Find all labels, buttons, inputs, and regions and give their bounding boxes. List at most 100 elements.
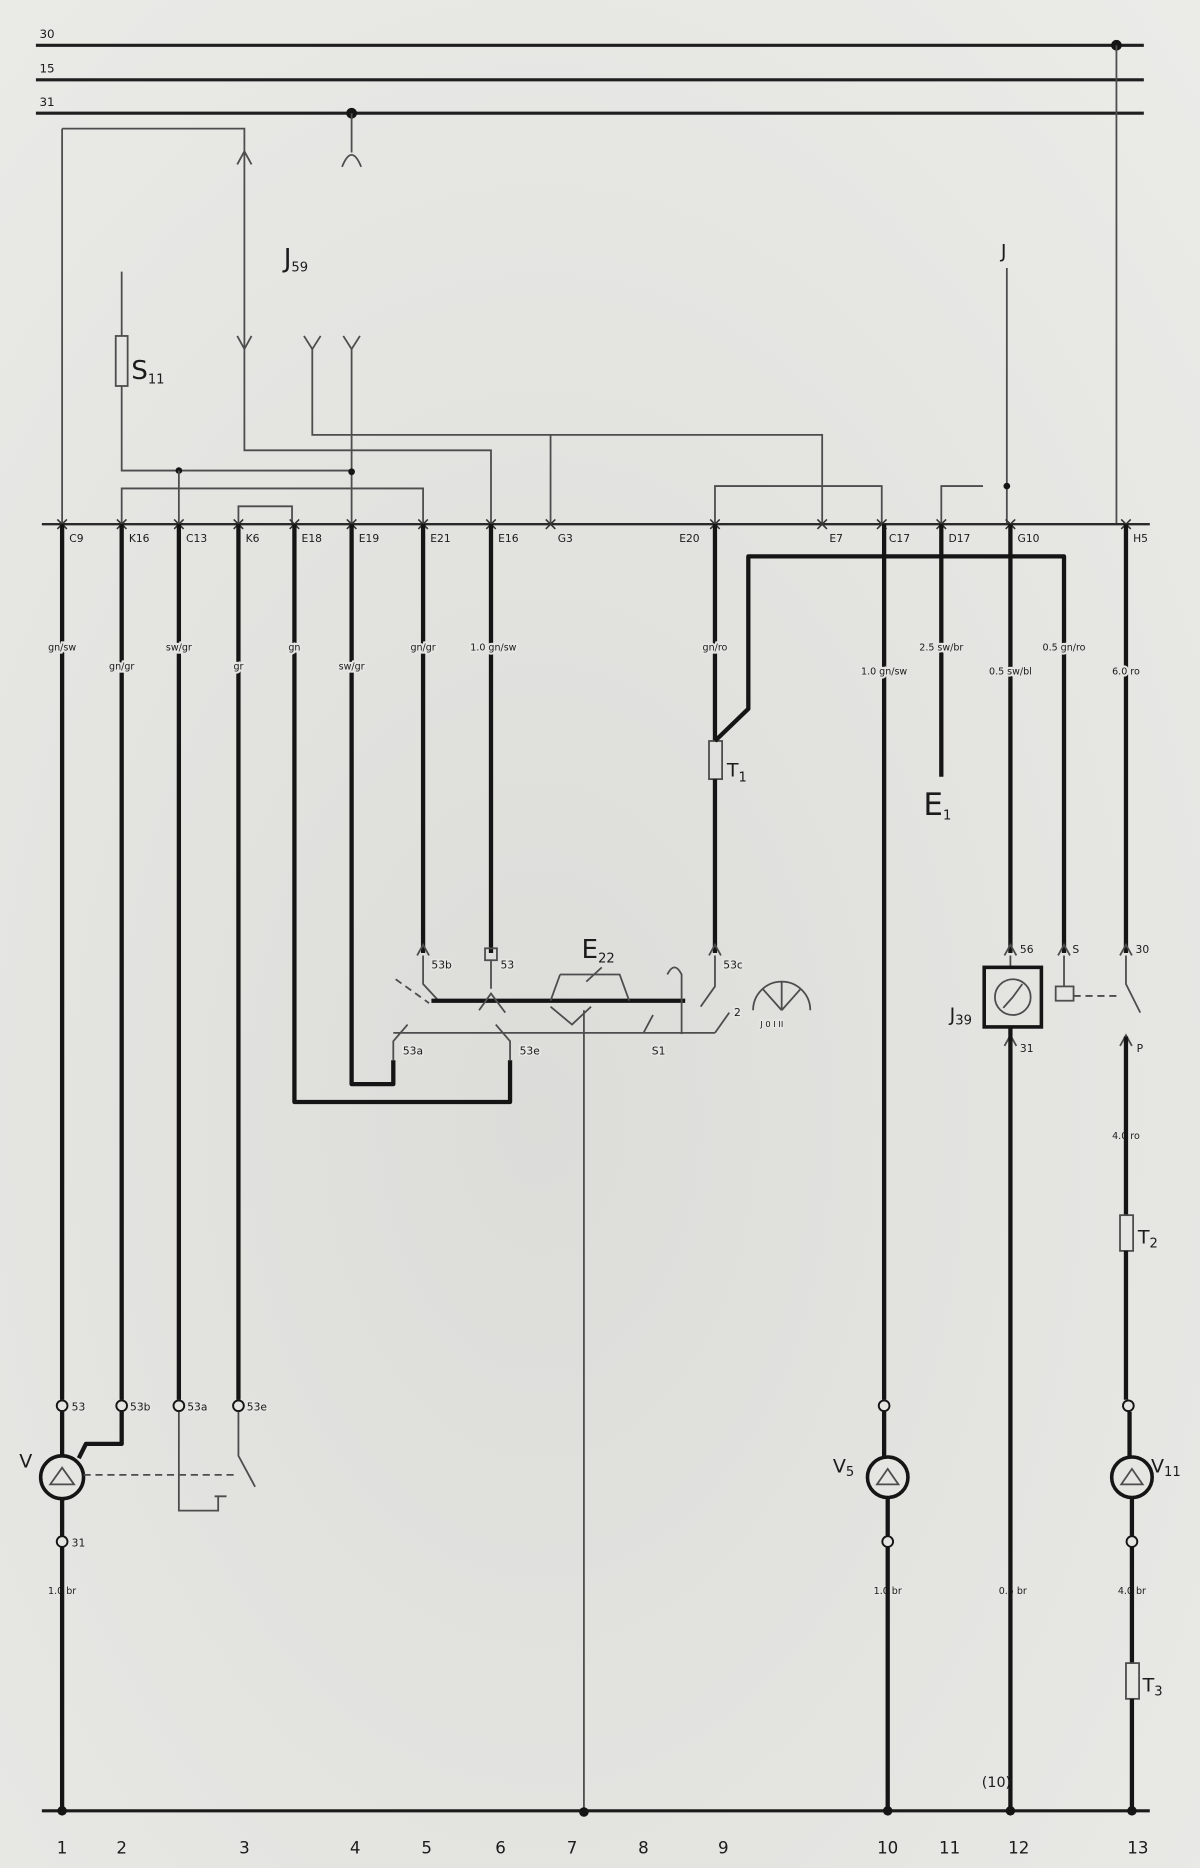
ground-dot xyxy=(882,1806,893,1816)
pump-armature-icon xyxy=(1119,1467,1145,1486)
terminal-circle xyxy=(55,1399,69,1413)
circuit-number: 3 xyxy=(239,1839,250,1858)
connector-mark xyxy=(233,518,244,530)
wire-label: sw/gr xyxy=(166,642,192,653)
circuit-number: 12 xyxy=(1008,1839,1029,1858)
terminal-caret xyxy=(1119,1033,1133,1047)
pump-armature-icon xyxy=(875,1467,901,1486)
connector-label: K6 xyxy=(246,532,260,545)
wire-label: gn/gr xyxy=(410,642,435,653)
wire-label: sw/gr xyxy=(339,662,365,673)
relay-j59-letter: J xyxy=(282,244,292,274)
circuit-number: 5 xyxy=(421,1839,432,1858)
terminal-circle xyxy=(172,1399,186,1413)
relay-box xyxy=(982,965,1044,1029)
terminal-caret xyxy=(708,942,722,956)
wire-label: 0.5 br xyxy=(999,1586,1027,1597)
switch-dashed-lever xyxy=(395,978,430,1004)
connector-mark xyxy=(346,518,357,530)
wire-label: 6.0 ro xyxy=(1112,666,1140,677)
pump-v5-label: V5 xyxy=(833,1455,854,1480)
connector-strip: C9 K16 C13 K6 E18 E19 E21 E16 G3 E20 E7 … xyxy=(41,518,1150,545)
terminal-label: 53b xyxy=(431,959,452,972)
terminal-circle xyxy=(1122,1399,1135,1413)
motor-armature-icon xyxy=(48,1466,76,1486)
ground-dot xyxy=(1127,1806,1137,1816)
fuse-s11-letter: S xyxy=(131,356,148,386)
fuse-t3-sub: 3 xyxy=(1154,1684,1162,1699)
circuit-number: 13 xyxy=(1127,1839,1148,1858)
circuit-number: 4 xyxy=(350,1839,361,1858)
wire-e20-c17-link xyxy=(714,485,883,525)
fuse-t1-sub: 1 xyxy=(739,771,747,786)
switch-contact xyxy=(642,1012,730,1034)
pump-v5-sub: 5 xyxy=(846,1465,854,1480)
terminal-label: 53b xyxy=(130,1401,151,1414)
connector-mark xyxy=(173,518,185,530)
terminal-caret xyxy=(1119,942,1133,956)
wire-label: 1.0 gn/sw xyxy=(861,666,907,677)
wire-e7-feed xyxy=(311,349,824,525)
switch-contact xyxy=(422,955,440,1002)
wire-label: gn/gr xyxy=(109,662,134,673)
socket-arch xyxy=(341,154,362,168)
terminal-caret xyxy=(416,942,430,956)
wire-t1-to-relay xyxy=(713,554,1067,954)
fuse-t2-letter: T xyxy=(1137,1227,1150,1249)
fan-positions-label: J 0 I II xyxy=(759,1019,783,1029)
fuse-s11-sub: 11 xyxy=(148,373,165,388)
circuit-number: 8 xyxy=(638,1839,649,1858)
relay-coil xyxy=(1054,985,1075,1002)
connector-label: E20 xyxy=(679,532,700,545)
terminal-label: 53a xyxy=(403,1044,423,1057)
switch-contact xyxy=(699,955,716,1008)
relay-feed xyxy=(1009,955,1065,987)
terminal-label: 53e xyxy=(247,1401,268,1414)
circuit-number: 9 xyxy=(718,1839,729,1858)
connector-mark xyxy=(485,518,497,530)
connector-label: D17 xyxy=(948,532,970,545)
terminal-caret xyxy=(1003,942,1018,956)
terminal-label: S1 xyxy=(652,1044,666,1057)
connector-mark xyxy=(936,518,947,530)
motor-v-label: V xyxy=(19,1451,32,1473)
park-switch-feed xyxy=(177,1411,227,1512)
relay-j39: 56 S 30 31 P xyxy=(982,941,1151,1811)
ground-dot xyxy=(579,1807,589,1817)
terminal-circle xyxy=(1125,1535,1139,1548)
circuit-numbers: 1 2 3 4 5 6 7 8 9 10 11 12 13 xyxy=(57,1839,1149,1858)
connector-mark xyxy=(56,518,68,530)
headlight-washer-pump-v11 xyxy=(1109,1399,1154,1811)
wire-e16-feed xyxy=(62,127,492,525)
connector-e1-letter: E xyxy=(923,787,943,823)
terminal-circle xyxy=(55,1535,69,1548)
circuit-number: 7 xyxy=(567,1839,578,1858)
wiper-switch-e22: 53b 53 53c 53a 53e S1 2 J 0 I II xyxy=(392,942,812,1811)
connector-mark xyxy=(1005,518,1016,530)
terminal-label: 30 xyxy=(1136,943,1150,956)
pump-v11-label: V11 xyxy=(1151,1455,1181,1480)
connector-label: E19 xyxy=(359,532,380,545)
terminal-label: 53c xyxy=(723,959,743,972)
switch-pointer xyxy=(585,966,603,983)
switch-contact xyxy=(392,1023,511,1061)
connector-label: E18 xyxy=(302,532,323,545)
switch-e22-label: E22 xyxy=(582,935,615,967)
terminal-label: 2 xyxy=(734,1006,741,1019)
relay-j39-label: J39 xyxy=(949,1004,972,1029)
pump-v11-body xyxy=(1109,1455,1154,1500)
connector-label: E21 xyxy=(430,532,450,545)
park-switch-blade xyxy=(237,1411,256,1488)
circuit-number: 6 xyxy=(495,1839,506,1858)
fan-positions-symbol xyxy=(752,980,812,1011)
connector-e1-label: E1 xyxy=(923,787,951,824)
junction-dot xyxy=(1003,482,1011,490)
wire-label: gn/ro xyxy=(703,642,728,653)
plug-caret-down xyxy=(236,335,253,351)
terminal-circle xyxy=(232,1399,245,1413)
wire-label: 2.5 sw/br xyxy=(919,642,963,653)
relay-j39-sub: 39 xyxy=(955,1014,972,1029)
circuit-number: 1 xyxy=(57,1839,68,1858)
circuit-number: 11 xyxy=(939,1839,960,1858)
connector-label: G10 xyxy=(1018,532,1040,545)
